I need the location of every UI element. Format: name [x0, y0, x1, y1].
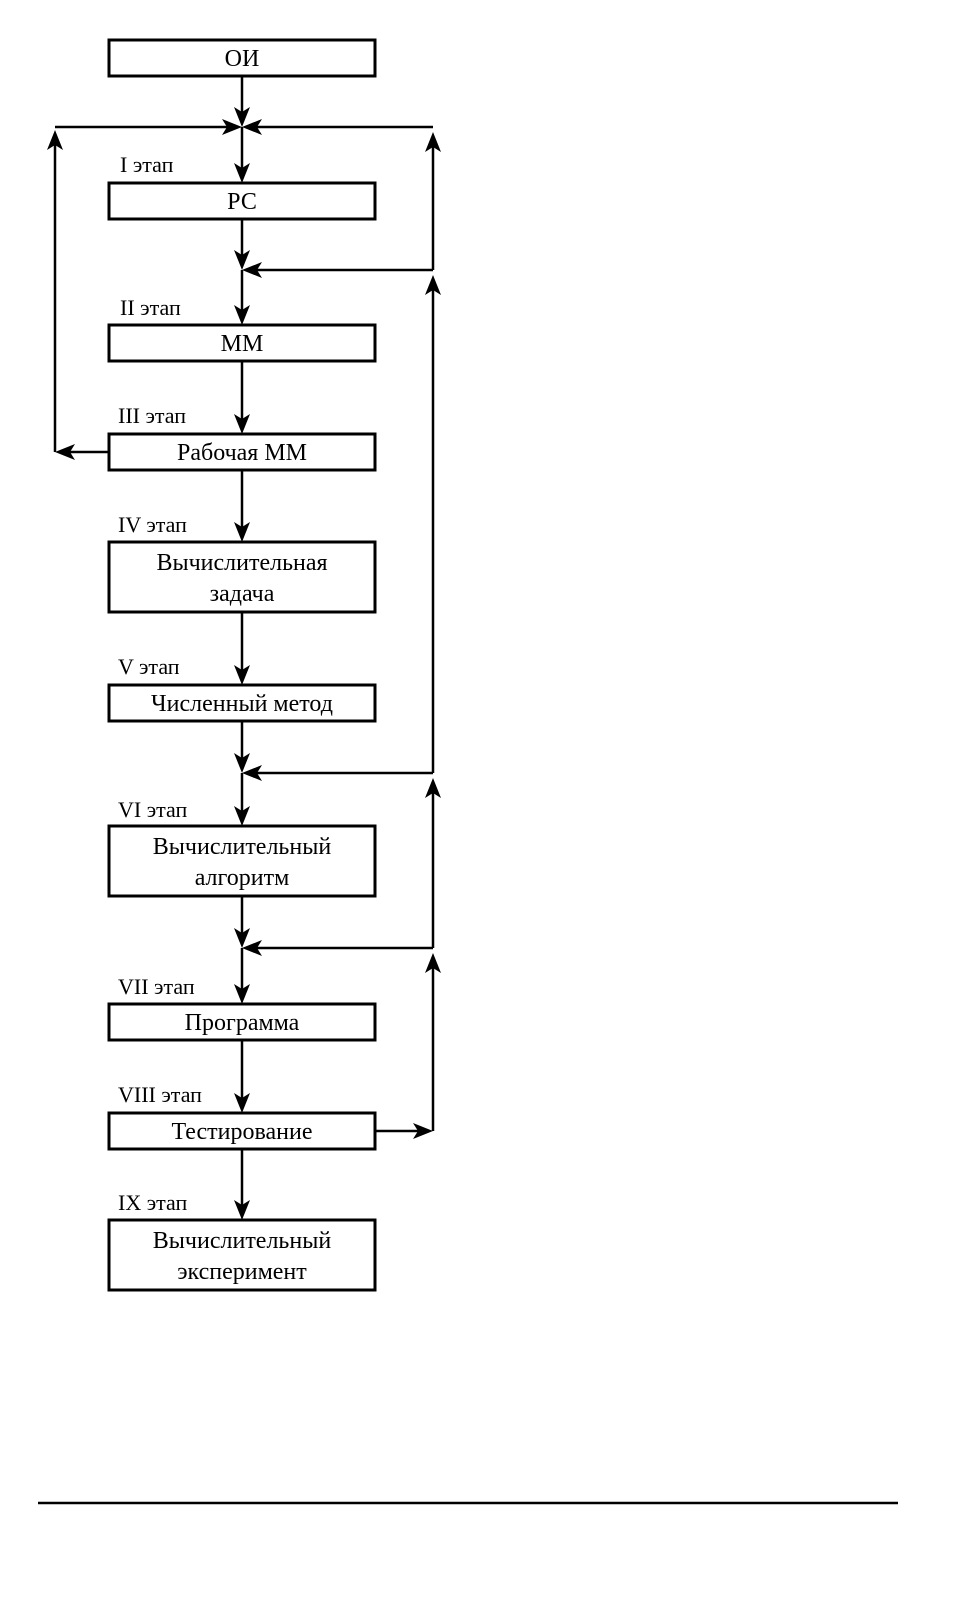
box-rs-label: РС — [227, 189, 257, 215]
connector-method-to-junction — [234, 721, 250, 773]
box-program-label: Программа — [185, 1010, 300, 1036]
stage-label-4: IV этап — [118, 512, 187, 537]
box-mm-label: ММ — [221, 331, 264, 357]
box-computational-algorithm-label-line2: алгоритм — [195, 865, 290, 891]
stage-label-7: VII этап — [118, 974, 195, 999]
box-oi-label: ОИ — [225, 46, 260, 72]
feedback-right-loop — [242, 119, 441, 1139]
box-computational-experiment-label-line1: Вычислительный — [153, 1228, 332, 1254]
box-oi: ОИ — [107, 38, 377, 78]
connector-task-to-method — [234, 612, 250, 685]
connector-junction-to-algorithm — [234, 773, 250, 826]
stage-label-3: III этап — [118, 403, 186, 428]
stage-label-1: I этап — [120, 152, 174, 177]
connector-junction-to-mm — [234, 270, 250, 325]
box-computational-task-label-line2: задача — [210, 581, 275, 607]
stage-label-6: VI этап — [118, 797, 188, 822]
connector-algorithm-to-junction — [234, 896, 250, 948]
connector-mm-to-work-mm — [234, 361, 250, 434]
stage-label-8: VIII этап — [118, 1082, 202, 1107]
connector-rs-to-junction — [234, 219, 250, 270]
stage-label-2: II этап — [120, 295, 181, 320]
connector-junction-to-program — [234, 948, 250, 1004]
box-computational-task: Вычислительная задача — [107, 540, 377, 614]
connector-testing-to-experiment — [234, 1149, 250, 1220]
box-computational-experiment: Вычислительный эксперимент — [107, 1218, 377, 1292]
box-numerical-method: Численный метод — [107, 683, 377, 723]
connector-junction-to-rs — [234, 127, 250, 183]
box-computational-task-label-line1: Вычислительная — [156, 550, 327, 576]
stage-label-5: V этап — [118, 654, 180, 679]
box-program: Программа — [107, 1002, 377, 1042]
box-computational-algorithm: Вычислительный алгоритм — [107, 824, 377, 898]
connector-program-to-testing — [234, 1040, 250, 1113]
box-rs: РС — [107, 181, 377, 221]
feedback-left-loop — [47, 119, 242, 460]
box-mm: ММ — [107, 323, 377, 363]
box-work-mm: Рабочая ММ — [107, 432, 377, 472]
connector-work-mm-to-task — [234, 470, 250, 542]
connector-oi-to-junction — [234, 76, 250, 127]
box-computational-algorithm-label-line1: Вычислительный — [153, 834, 332, 860]
box-computational-experiment-label-line2: эксперимент — [177, 1259, 307, 1285]
box-numerical-method-label: Численный метод — [151, 691, 333, 717]
box-testing: Тестирование — [107, 1111, 377, 1151]
box-work-mm-label: Рабочая ММ — [177, 440, 307, 466]
box-testing-label: Тестирование — [172, 1119, 313, 1145]
stage-label-9: IX этап — [118, 1190, 188, 1215]
